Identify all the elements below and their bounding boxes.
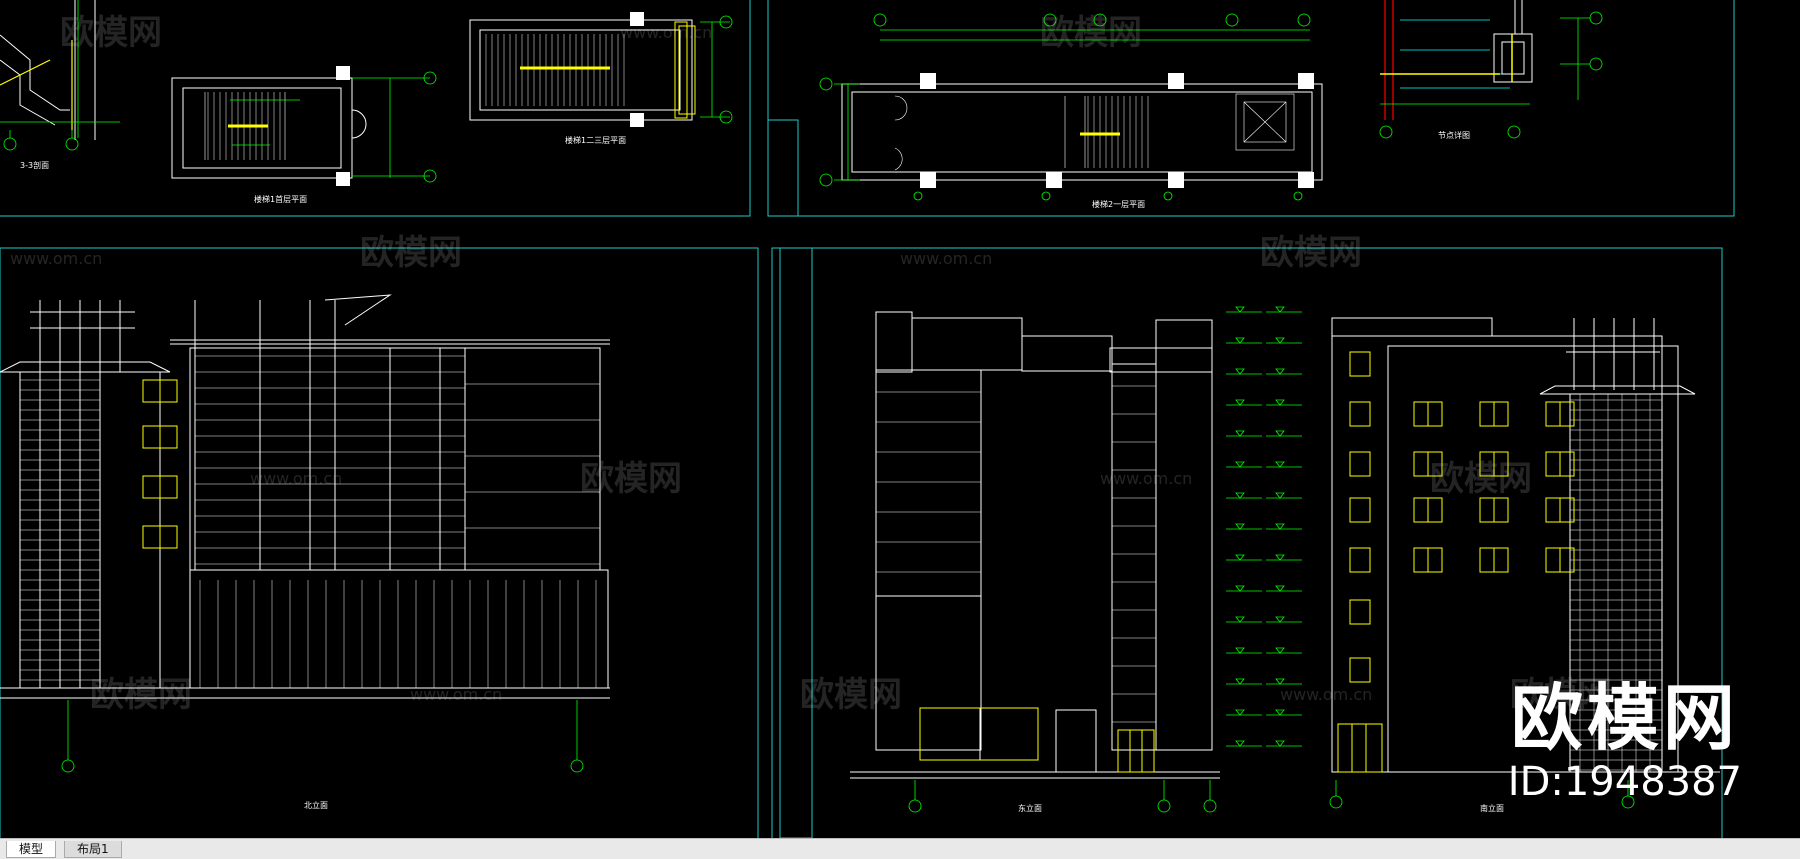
brand-id: ID:1948387 xyxy=(1507,759,1742,805)
level-marker xyxy=(1235,678,1245,685)
level-marker xyxy=(1275,616,1285,623)
brand-name: 欧模网 xyxy=(1510,676,1739,760)
watermark-logo: 欧模网 xyxy=(90,675,192,715)
level-marker xyxy=(1275,709,1285,716)
watermark-url: www.om.cn xyxy=(620,23,712,42)
window xyxy=(1349,547,1371,573)
level-marker xyxy=(1275,306,1285,313)
watermark-url: www.om.cn xyxy=(1100,469,1192,488)
window xyxy=(1349,657,1371,683)
level-marker xyxy=(1275,740,1285,747)
stair-plan-2: 楼梯1二三层平面 xyxy=(469,12,733,145)
watermark-logo: 欧模网 xyxy=(360,233,462,273)
watermark-url: www.om.cn xyxy=(10,249,102,268)
window xyxy=(1349,497,1371,523)
watermark-logo: 欧模网 xyxy=(1260,233,1362,273)
tab-model[interactable]: 模型 xyxy=(6,841,57,858)
level-marker xyxy=(1235,368,1245,375)
cad-model-space[interactable]: 3-3剖面 楼梯1首层平面 xyxy=(0,0,1800,841)
brand-watermark: 欧模网 ID:1948387 xyxy=(1508,678,1742,806)
drawing-svg[interactable]: 3-3剖面 楼梯1首层平面 xyxy=(0,0,1800,841)
elevation-north-title: 北立面 xyxy=(304,800,328,810)
section-title: 3-3剖面 xyxy=(20,160,49,170)
level-marker xyxy=(1275,337,1285,344)
elevation-east: 东立面 xyxy=(850,306,1302,813)
level-marker xyxy=(1275,585,1285,592)
watermark-logo: 欧模网 xyxy=(1040,13,1142,53)
level-marker xyxy=(1275,368,1285,375)
stair-plan-1-title: 楼梯1首层平面 xyxy=(254,194,307,204)
level-marker xyxy=(1235,430,1245,437)
level-marker xyxy=(1235,647,1245,654)
section-3-3: 3-3剖面 xyxy=(0,0,120,170)
level-marker xyxy=(1275,523,1285,530)
level-marker xyxy=(1235,337,1245,344)
stair-plan-2-title: 楼梯1二三层平面 xyxy=(565,135,626,145)
level-marker xyxy=(1235,523,1245,530)
window xyxy=(1349,351,1371,377)
level-marker xyxy=(1275,461,1285,468)
window xyxy=(1349,451,1371,477)
level-marker xyxy=(1235,306,1245,313)
level-marker xyxy=(1275,647,1285,654)
level-marker xyxy=(1235,709,1245,716)
watermark-logo: 欧模网 xyxy=(1510,675,1612,715)
layout-tab-bar: 模型 布局1 xyxy=(0,838,1800,859)
watermark-url: www.om.cn xyxy=(900,249,992,268)
watermark-layer: 欧模网欧模网欧模网欧模网欧模网欧模网欧模网欧模网欧模网www.om.cnwww.… xyxy=(10,13,1612,715)
level-marker xyxy=(1275,554,1285,561)
watermark-url: www.om.cn xyxy=(410,685,502,704)
watermark-logo: 欧模网 xyxy=(580,459,682,499)
level-marker xyxy=(1275,399,1285,406)
level-marker xyxy=(1235,585,1245,592)
stair-plan-1: 楼梯1首层平面 xyxy=(171,66,437,204)
stair-plan-3: 楼梯2一层平面 xyxy=(819,13,1323,209)
level-marker xyxy=(1275,678,1285,685)
window xyxy=(1349,401,1371,427)
watermark-url: www.om.cn xyxy=(250,469,342,488)
level-marker xyxy=(1235,554,1245,561)
stair-plan-3-title: 楼梯2一层平面 xyxy=(1092,199,1145,209)
elevation-south-title: 南立面 xyxy=(1480,803,1504,813)
level-marker xyxy=(1235,616,1245,623)
watermark-logo: 欧模网 xyxy=(800,675,902,715)
watermark-logo: 欧模网 xyxy=(1430,459,1532,499)
detail-drawing: 节点详图 xyxy=(1379,0,1603,140)
level-marker xyxy=(1275,492,1285,499)
tab-layout1[interactable]: 布局1 xyxy=(64,841,122,858)
elevation-east-title: 东立面 xyxy=(1018,803,1042,813)
level-marker xyxy=(1235,461,1245,468)
elevation-north: 北立面 xyxy=(0,294,610,810)
watermark-url: www.om.cn xyxy=(1280,685,1372,704)
level-marker xyxy=(1235,740,1245,747)
window xyxy=(1349,599,1371,625)
level-marker xyxy=(1235,399,1245,406)
detail-title: 节点详图 xyxy=(1438,130,1470,140)
level-marker xyxy=(1275,430,1285,437)
watermark-logo: 欧模网 xyxy=(60,13,162,53)
level-marker xyxy=(1235,492,1245,499)
elevation-south: 南立面 xyxy=(1329,317,1720,813)
